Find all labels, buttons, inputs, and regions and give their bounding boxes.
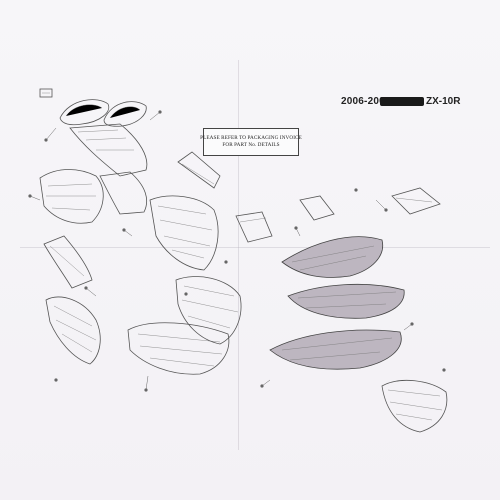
paper-fold-vertical: [238, 60, 239, 450]
paper-fold-horizontal: [20, 247, 490, 248]
brand-mark-icon: [39, 88, 53, 98]
nose-fairing: [39, 169, 147, 224]
lower-fairing-left: [45, 296, 101, 365]
belly-pan: [127, 322, 230, 375]
undertail-lower: [269, 329, 402, 370]
mirror-left: [59, 99, 110, 126]
tail-cowl: [281, 236, 384, 278]
upper-cowl: [69, 123, 148, 177]
inner-panel-left: [43, 235, 93, 289]
fasteners: [28, 110, 446, 392]
undertail-upper: [287, 283, 405, 319]
model-years: 2006-2007: [341, 96, 391, 107]
air-duct: [177, 151, 221, 189]
heat-shield: [381, 380, 448, 433]
notice-line-1: PLEASE REFER TO PACKAGING INVOICE: [200, 135, 302, 141]
side-cover-left: [299, 195, 335, 221]
middle-side-fairing: [149, 195, 219, 271]
model-name: ZX-10R: [426, 96, 461, 107]
lower-fairing-right: [175, 276, 242, 345]
leader-lines: [29, 111, 413, 391]
side-cover-right: [391, 187, 441, 215]
notice-line-2: FOR PART No. DETAILS: [222, 142, 280, 148]
notice-box: PLEASE REFER TO PACKAGING INVOICE FOR PA…: [200, 128, 302, 156]
inner-bracket: [235, 211, 273, 243]
mirror-right: [103, 101, 147, 127]
redaction-bar: [380, 97, 424, 106]
